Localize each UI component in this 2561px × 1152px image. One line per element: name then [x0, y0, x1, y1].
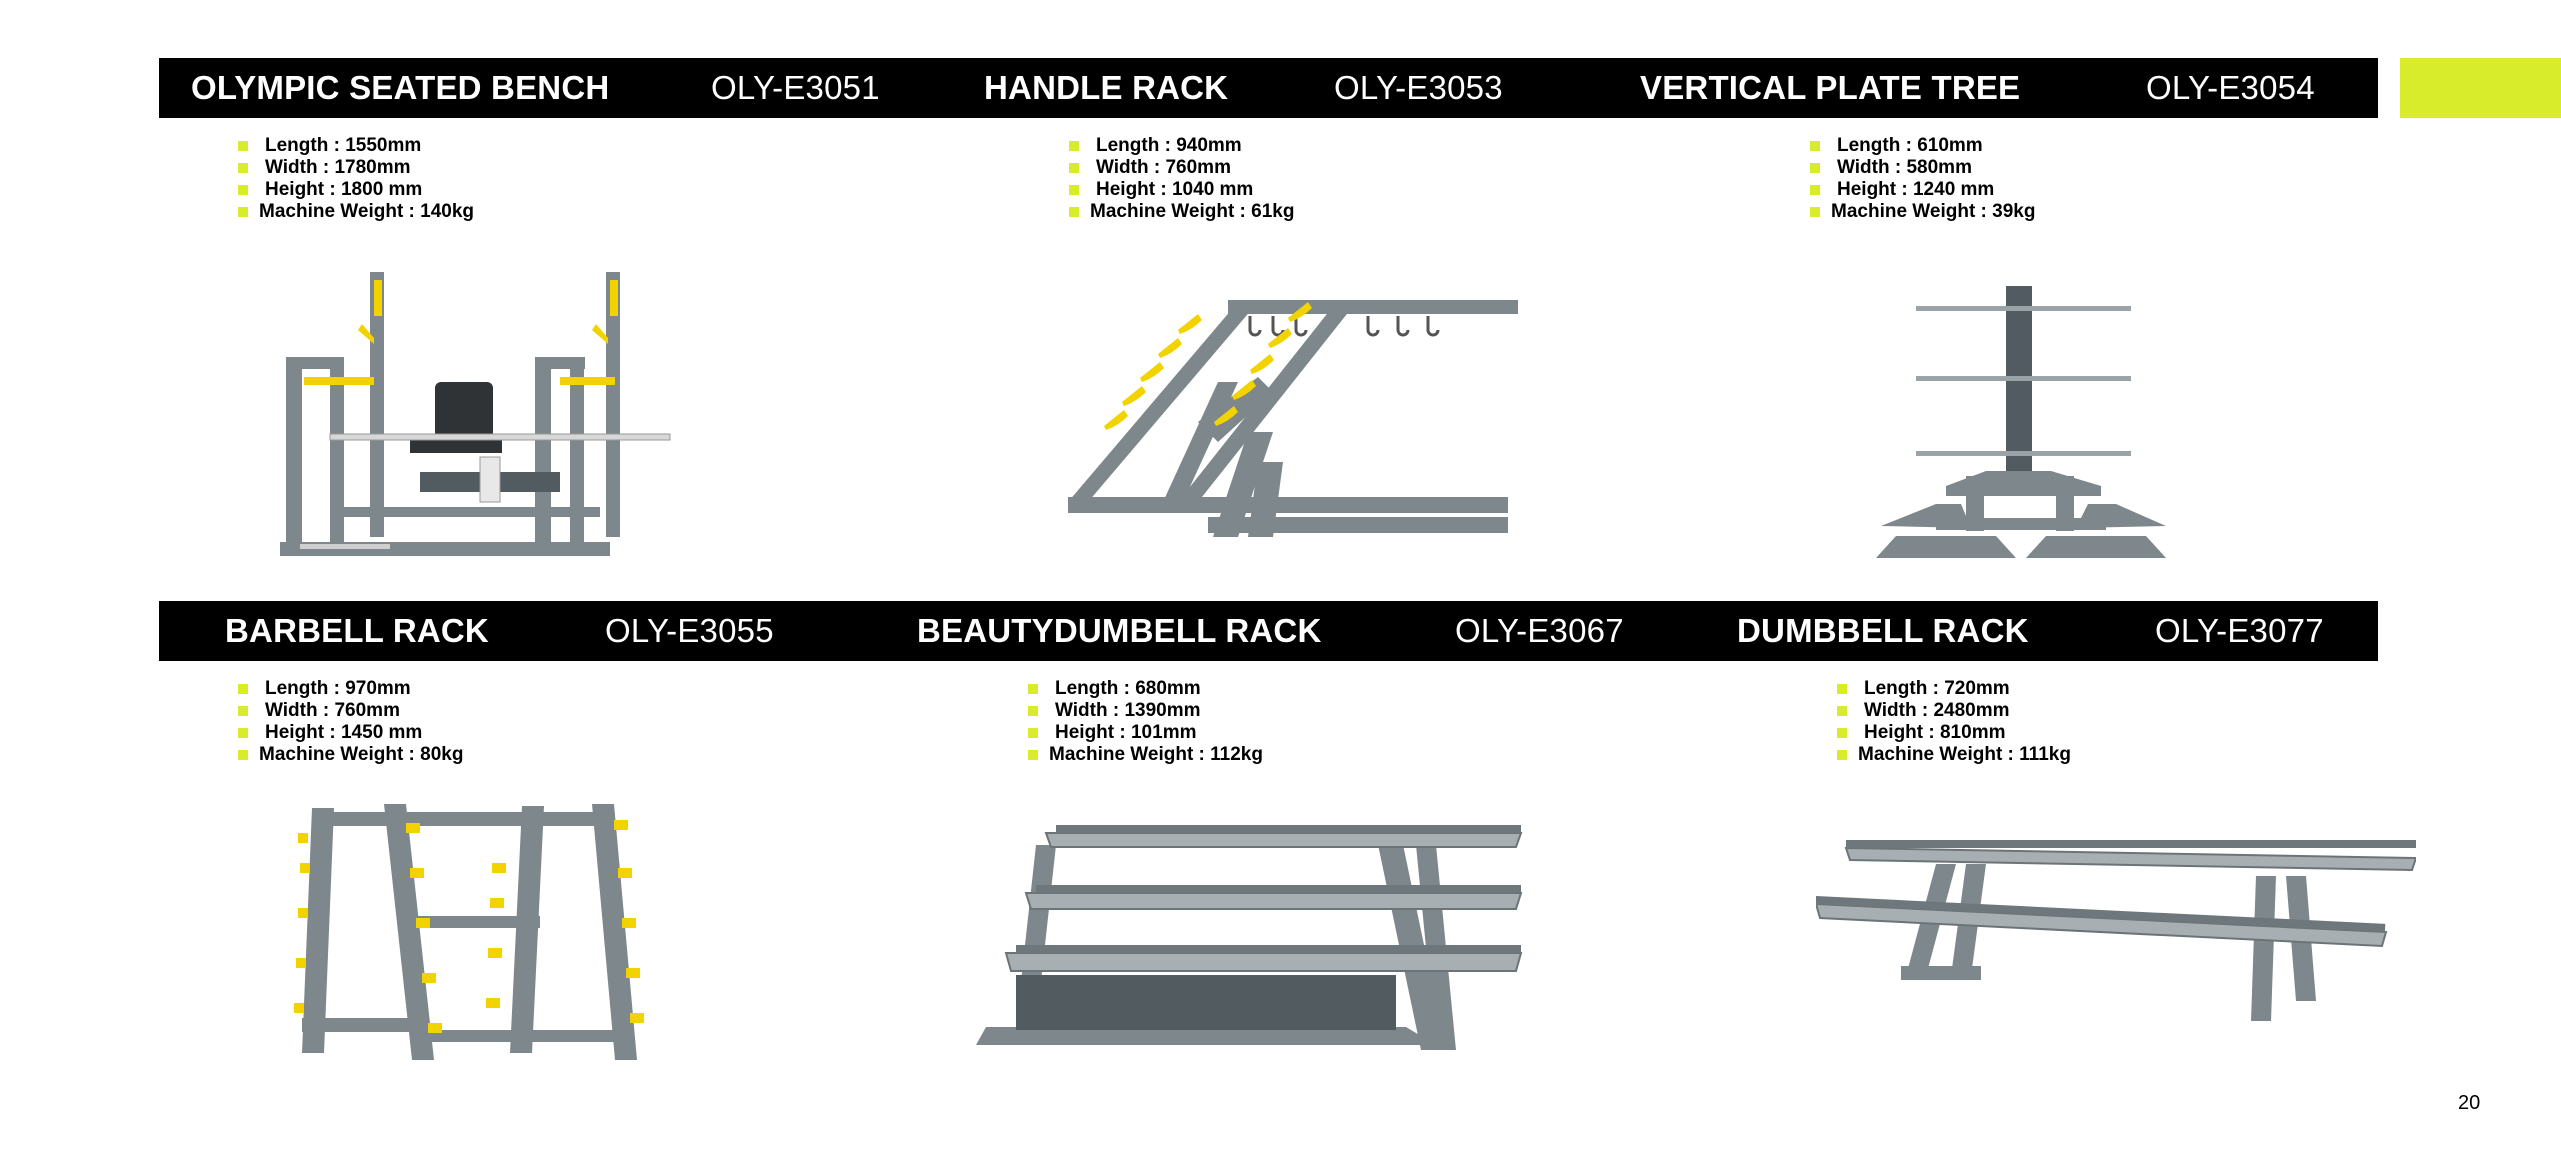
- product-header-bar-row-1: OLYMPIC SEATED BENCH OLY-E3051 HANDLE RA…: [159, 58, 2378, 118]
- product-code: OLY-E3077: [2155, 612, 2324, 649]
- spec-width: Width : 760mm: [1096, 157, 1231, 178]
- bullet-square-icon: [1837, 728, 1847, 738]
- bullet-square-icon: [1837, 706, 1847, 716]
- bullet-square-icon: [1028, 728, 1038, 738]
- spec-width: Width : 760mm: [265, 700, 400, 721]
- spec-weight: Machine Weight : 61kg: [1090, 201, 1295, 222]
- spec-length: Length : 1550mm: [265, 135, 422, 156]
- product-code: OLY-E3054: [2146, 69, 2315, 106]
- product-code: OLY-E3055: [605, 612, 774, 649]
- bullet-square-icon: [1810, 207, 1820, 217]
- spec-height: Height : 1240 mm: [1837, 179, 1995, 200]
- spec-length: Length : 720mm: [1864, 678, 2010, 699]
- spec-length: Length : 610mm: [1837, 135, 1983, 156]
- spec-height: Height : 810mm: [1864, 722, 2006, 743]
- spec-width: Width : 2480mm: [1864, 700, 2010, 721]
- bullet-square-icon: [238, 185, 248, 195]
- spec-weight: Machine Weight : 111kg: [1858, 744, 2071, 765]
- spec-weight: Machine Weight : 140kg: [259, 201, 475, 222]
- bullet-square-icon: [1028, 750, 1038, 760]
- bullet-square-icon: [238, 706, 248, 716]
- spec-width: Width : 580mm: [1837, 157, 1972, 178]
- product-name: BARBELL RACK: [225, 612, 489, 649]
- bullet-square-icon: [1028, 706, 1038, 716]
- product-name: VERTICAL PLATE TREE: [1640, 69, 2021, 106]
- bullet-square-icon: [238, 207, 248, 217]
- product-name: DUMBBELL RACK: [1737, 612, 2029, 649]
- bullet-square-icon: [1837, 684, 1847, 694]
- bullet-square-icon: [238, 684, 248, 694]
- product-header-bar-row-2: BARBELL RACK OLY-E3055 BEAUTYDUMBELL RAC…: [159, 601, 2378, 661]
- spec-length: Length : 940mm: [1096, 135, 1242, 156]
- page-number: 20: [2458, 1092, 2481, 1114]
- spec-height: Height : 1800 mm: [265, 179, 423, 200]
- bullet-square-icon: [1069, 163, 1079, 173]
- bullet-square-icon: [1810, 163, 1820, 173]
- product-code: OLY-E3067: [1455, 612, 1624, 649]
- spec-weight: Machine Weight : 80kg: [259, 744, 464, 765]
- accent-tab: [2400, 58, 2561, 118]
- spec-width: Width : 1390mm: [1055, 700, 1201, 721]
- olympic-seated-bench-image: [270, 262, 690, 572]
- product-name: HANDLE RACK: [984, 69, 1229, 106]
- bullet-square-icon: [1028, 684, 1038, 694]
- product-code: OLY-E3051: [711, 69, 880, 106]
- spec-length: Length : 680mm: [1055, 678, 1201, 699]
- product-name: OLYMPIC SEATED BENCH: [191, 69, 610, 106]
- bullet-square-icon: [1069, 207, 1079, 217]
- spec-weight: Machine Weight : 112kg: [1049, 744, 1263, 765]
- spec-height: Height : 1040 mm: [1096, 179, 1254, 200]
- spec-weight: Machine Weight : 39kg: [1831, 201, 2036, 222]
- bullet-square-icon: [238, 728, 248, 738]
- bullet-square-icon: [1069, 141, 1079, 151]
- product-code: OLY-E3053: [1334, 69, 1503, 106]
- bullet-square-icon: [1069, 185, 1079, 195]
- beauty-dumbbell-rack-image: [976, 815, 1526, 1067]
- bullet-square-icon: [238, 141, 248, 151]
- bullet-square-icon: [238, 163, 248, 173]
- spec-width: Width : 1780mm: [265, 157, 411, 178]
- spec-height: Height : 1450 mm: [265, 722, 423, 743]
- dumbbell-rack-image: [1816, 836, 2416, 1026]
- bullet-square-icon: [1837, 750, 1847, 760]
- spec-height: Height : 101mm: [1055, 722, 1197, 743]
- vertical-plate-tree-image: [1876, 286, 2166, 558]
- bullet-square-icon: [238, 750, 248, 760]
- handle-rack-image: [1068, 292, 1518, 554]
- bullet-square-icon: [1810, 185, 1820, 195]
- spec-length: Length : 970mm: [265, 678, 411, 699]
- bullet-square-icon: [1810, 141, 1820, 151]
- product-name: BEAUTYDUMBELL RACK: [917, 612, 1322, 649]
- barbell-rack-image: [292, 798, 652, 1068]
